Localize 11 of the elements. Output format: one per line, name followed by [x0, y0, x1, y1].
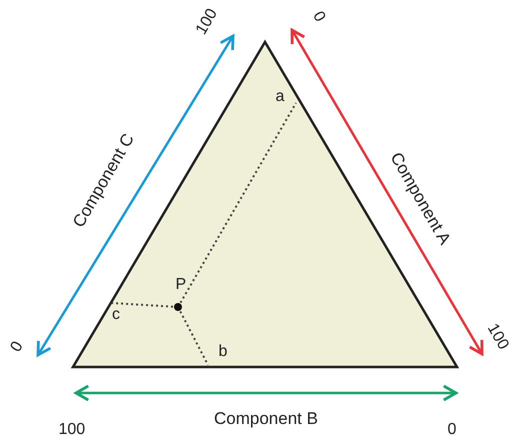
point-label: a	[276, 89, 284, 105]
axis-value: 100	[58, 422, 86, 438]
axis-title: Component B	[214, 410, 318, 426]
axis-value: 0	[308, 9, 328, 25]
axis-value: 0	[8, 339, 26, 355]
axis-value: 100	[193, 6, 220, 38]
axis-value: 0	[448, 422, 456, 438]
axis-value: 100	[483, 321, 510, 353]
point-label: b	[218, 344, 228, 360]
point-label: P	[176, 277, 186, 293]
point-label: c	[112, 307, 120, 323]
